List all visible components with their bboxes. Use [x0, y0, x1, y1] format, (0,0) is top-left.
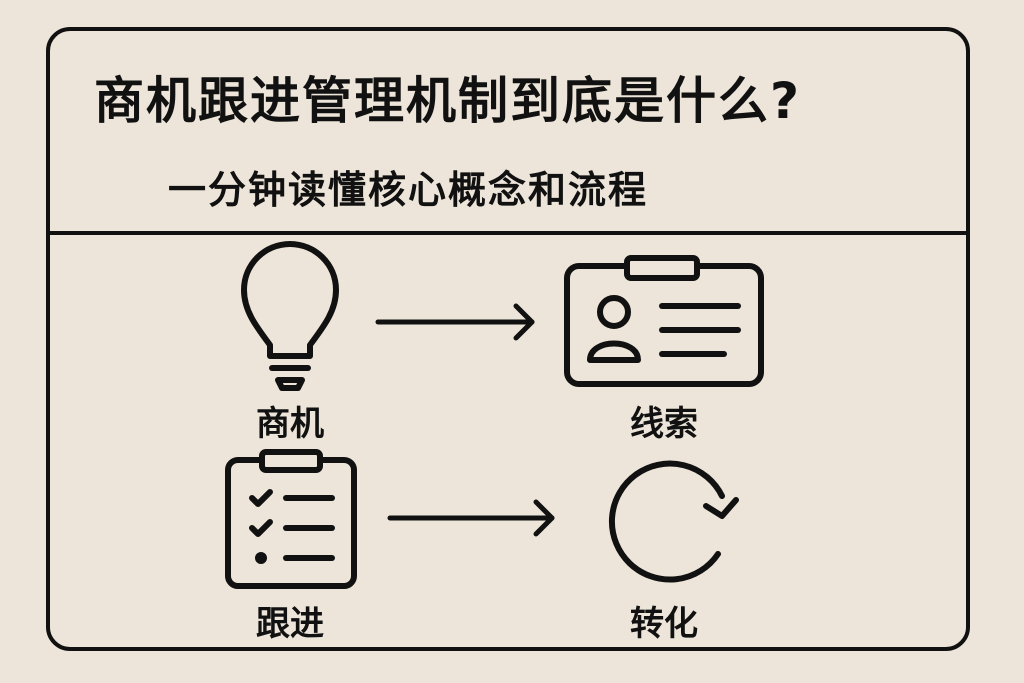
header-section: 商机跟进管理机制到底是什么? 一分钟读懂核心概念和流程	[50, 31, 966, 235]
node-label-opportunity: 商机	[256, 404, 324, 444]
main-card: 商机跟进管理机制到底是什么? 一分钟读懂核心概念和流程	[46, 27, 970, 651]
node-label-lead: 线索	[630, 404, 698, 444]
node-label-follow-up: 跟进	[256, 604, 324, 644]
page-title: 商机跟进管理机制到底是什么?	[94, 72, 802, 130]
node-label-conversion: 转化	[630, 604, 698, 644]
page-subtitle: 一分钟读懂核心概念和流程	[168, 168, 649, 212]
